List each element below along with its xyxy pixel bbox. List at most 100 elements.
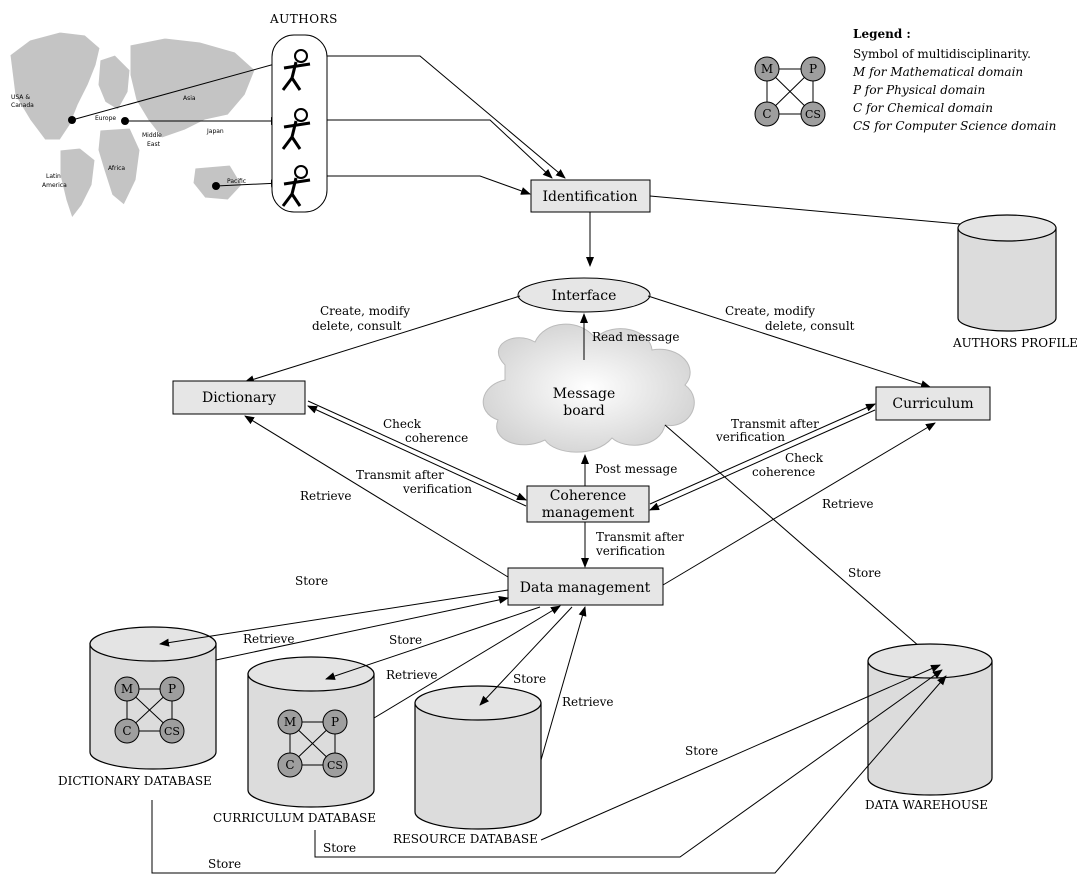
resource-database bbox=[414, 685, 542, 830]
legend-title: Legend : bbox=[853, 27, 911, 41]
check-left-line2: coherence bbox=[405, 431, 468, 445]
multidisciplinarity-symbol bbox=[114, 676, 185, 744]
create-right-line2: delete, consult bbox=[765, 319, 855, 333]
data-warehouse bbox=[867, 643, 993, 796]
legend-line-3: P for Physical domain bbox=[852, 83, 985, 97]
dictionary-label: Dictionary bbox=[202, 390, 276, 406]
curr-node-p: P bbox=[331, 715, 339, 729]
south-america-shape bbox=[59, 147, 96, 220]
transmit-down-line2: verification bbox=[595, 544, 665, 558]
dictionary-box bbox=[172, 380, 306, 415]
interface-ellipse bbox=[517, 277, 651, 313]
store-warehouse-label-1: Store bbox=[685, 744, 718, 758]
check-right-line1: Check bbox=[785, 451, 824, 465]
legend-node-cs bbox=[800, 101, 826, 127]
legend-node-c-label: C bbox=[762, 107, 771, 121]
post-message-label: Post message bbox=[595, 462, 677, 476]
africa-shape bbox=[97, 127, 141, 206]
dict-node-cs: CS bbox=[164, 725, 180, 738]
store-message-label: Store bbox=[848, 566, 881, 580]
dict-node-m: M bbox=[121, 682, 133, 696]
create-left-line1: Create, modify bbox=[320, 304, 410, 318]
legend-node-p-label: P bbox=[809, 62, 817, 76]
retrieve-curriculum-label: Retrieve bbox=[822, 497, 874, 511]
transmit-right-line1: Transmit after bbox=[731, 417, 819, 431]
retrieve-dictdb-label: Retrieve bbox=[243, 632, 295, 646]
map-label-east: East bbox=[147, 141, 161, 148]
authors-profile-database bbox=[957, 214, 1057, 332]
map-label-pacific: Pacific bbox=[227, 178, 246, 185]
read-message-label: Read message bbox=[592, 330, 680, 344]
create-left-line2: delete, consult bbox=[312, 319, 402, 333]
legend-node-p bbox=[800, 56, 826, 82]
retrieve-currdb-label: Retrieve bbox=[386, 668, 438, 682]
author-icon bbox=[281, 108, 311, 150]
dict-node-p: P bbox=[168, 682, 176, 696]
authors-profile-label: AUTHORS PROFILE bbox=[952, 336, 1078, 350]
legend-line-2: M for Mathematical domain bbox=[852, 65, 1023, 79]
store-warehouse-label-2: Store bbox=[323, 841, 356, 855]
legend-line-4: C for Chemical domain bbox=[853, 101, 993, 115]
legend-line-5: CS for Computer Science domain bbox=[853, 119, 1056, 133]
dictionary-database bbox=[89, 626, 217, 770]
data-management-box bbox=[507, 567, 664, 606]
world-map: USA & Canada Europe Asia Middle East Jap… bbox=[9, 31, 283, 220]
map-label-asia: Asia bbox=[183, 95, 196, 102]
transmit-right-line2: verification bbox=[715, 430, 785, 444]
coherence-management-box bbox=[526, 485, 650, 523]
author-icon bbox=[281, 49, 311, 91]
author-icon bbox=[281, 165, 311, 207]
transmit-left-line2: verification bbox=[402, 482, 472, 496]
retrieve-resource-label: Retrieve bbox=[562, 695, 614, 709]
map-label-africa: Africa bbox=[108, 165, 125, 172]
map-label-canada: Canada bbox=[11, 102, 34, 109]
curriculum-database-label: CURRICULUM DATABASE bbox=[213, 811, 376, 825]
map-label-japan: Japan bbox=[206, 128, 224, 135]
message-board-line1: Message bbox=[553, 386, 616, 402]
legend: M P C CS Legend : Symbol of multidiscipl… bbox=[754, 27, 1056, 133]
resource-database-label: RESOURCE DATABASE bbox=[393, 832, 538, 846]
message-board-cloud bbox=[482, 323, 695, 453]
identification-label: Identification bbox=[543, 189, 638, 205]
dictionary-database-label: DICTIONARY DATABASE bbox=[58, 774, 212, 788]
coherence-line2: management bbox=[542, 505, 635, 521]
retrieve-dictionary-label: Retrieve bbox=[300, 489, 352, 503]
data-management-label: Data management bbox=[520, 580, 651, 596]
curr-node-m: M bbox=[284, 715, 296, 729]
create-right-line1: Create, modify bbox=[725, 304, 815, 318]
map-label-middle: Middle bbox=[142, 132, 162, 139]
curr-node-c: C bbox=[285, 758, 294, 772]
store-dictionary-label: Store bbox=[295, 574, 328, 588]
legend-node-cs-label: CS bbox=[805, 108, 821, 121]
check-left-line1: Check bbox=[383, 417, 422, 431]
identification-box bbox=[530, 179, 651, 213]
legend-node-m bbox=[754, 56, 780, 82]
transmit-left-line1: Transmit after bbox=[356, 468, 444, 482]
interface-label: Interface bbox=[552, 288, 617, 304]
europe-shape bbox=[97, 54, 131, 111]
legend-line-1: Symbol of multidisciplinarity. bbox=[853, 47, 1031, 61]
curriculum-box bbox=[875, 386, 991, 421]
curr-node-cs: CS bbox=[327, 759, 343, 772]
store-curriculum-label: Store bbox=[389, 633, 422, 647]
dict-node-c: C bbox=[122, 724, 131, 738]
map-label-latin: Latin bbox=[46, 173, 61, 180]
asia-shape bbox=[129, 37, 256, 139]
map-label-usa: USA & bbox=[11, 94, 30, 101]
coherence-line1: Coherence bbox=[550, 488, 627, 504]
multidisciplinarity-symbol bbox=[277, 709, 348, 778]
store-warehouse-label-3: Store bbox=[208, 857, 241, 871]
map-label-europe: Europe bbox=[95, 115, 116, 122]
legend-node-c bbox=[754, 101, 780, 127]
map-label-america: America bbox=[42, 182, 67, 189]
message-board-line2: board bbox=[563, 403, 604, 419]
legend-node-m-label: M bbox=[761, 62, 773, 76]
store-resource-label: Store bbox=[513, 672, 546, 686]
transmit-down-line1: Transmit after bbox=[596, 530, 684, 544]
data-warehouse-label: DATA WAREHOUSE bbox=[865, 798, 988, 812]
authors-title: AUTHORS bbox=[269, 12, 338, 26]
curriculum-database bbox=[247, 656, 375, 808]
north-america-shape bbox=[9, 31, 101, 141]
curriculum-label: Curriculum bbox=[892, 396, 973, 412]
